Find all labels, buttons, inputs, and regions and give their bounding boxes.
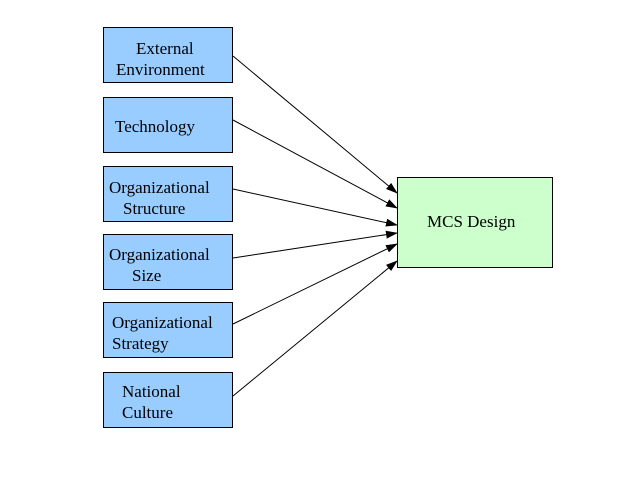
arrow-external-environment xyxy=(232,55,398,194)
arrow-organizational-strategy xyxy=(232,243,398,325)
target-label: MCS Design xyxy=(427,212,516,231)
factor-label-line: Organizational xyxy=(109,178,210,197)
factor-label-line: Organizational xyxy=(112,313,213,332)
factor-box-organizational-strategy: Organizational Strategy xyxy=(103,302,233,358)
factor-label-line: Environment xyxy=(116,60,205,79)
factor-label-line: Technology xyxy=(115,117,196,136)
factor-box-national-culture: National Culture xyxy=(103,372,233,428)
arrow-organizational-structure xyxy=(232,188,398,227)
factor-label-line: Structure xyxy=(123,199,186,218)
factor-box-organizational-size: Organizational Size xyxy=(103,234,233,290)
factor-label-line: Size xyxy=(132,266,162,285)
arrow-organizational-size xyxy=(232,230,398,259)
arrow-national-culture xyxy=(232,260,398,397)
factor-label-line: National xyxy=(122,382,181,401)
factor-label-line: Culture xyxy=(122,403,173,422)
factor-label-line: External xyxy=(136,39,194,58)
target-box-mcs-design: MCS Design xyxy=(397,177,553,268)
factor-box-technology: Technology xyxy=(103,97,233,153)
arrow-technology xyxy=(232,119,398,209)
factor-label-line: Organizational xyxy=(109,245,210,264)
factor-box-external-environment: External Environment xyxy=(103,27,233,83)
factor-label-line: Strategy xyxy=(112,334,169,353)
factor-box-organizational-structure: Organizational Structure xyxy=(103,166,233,222)
